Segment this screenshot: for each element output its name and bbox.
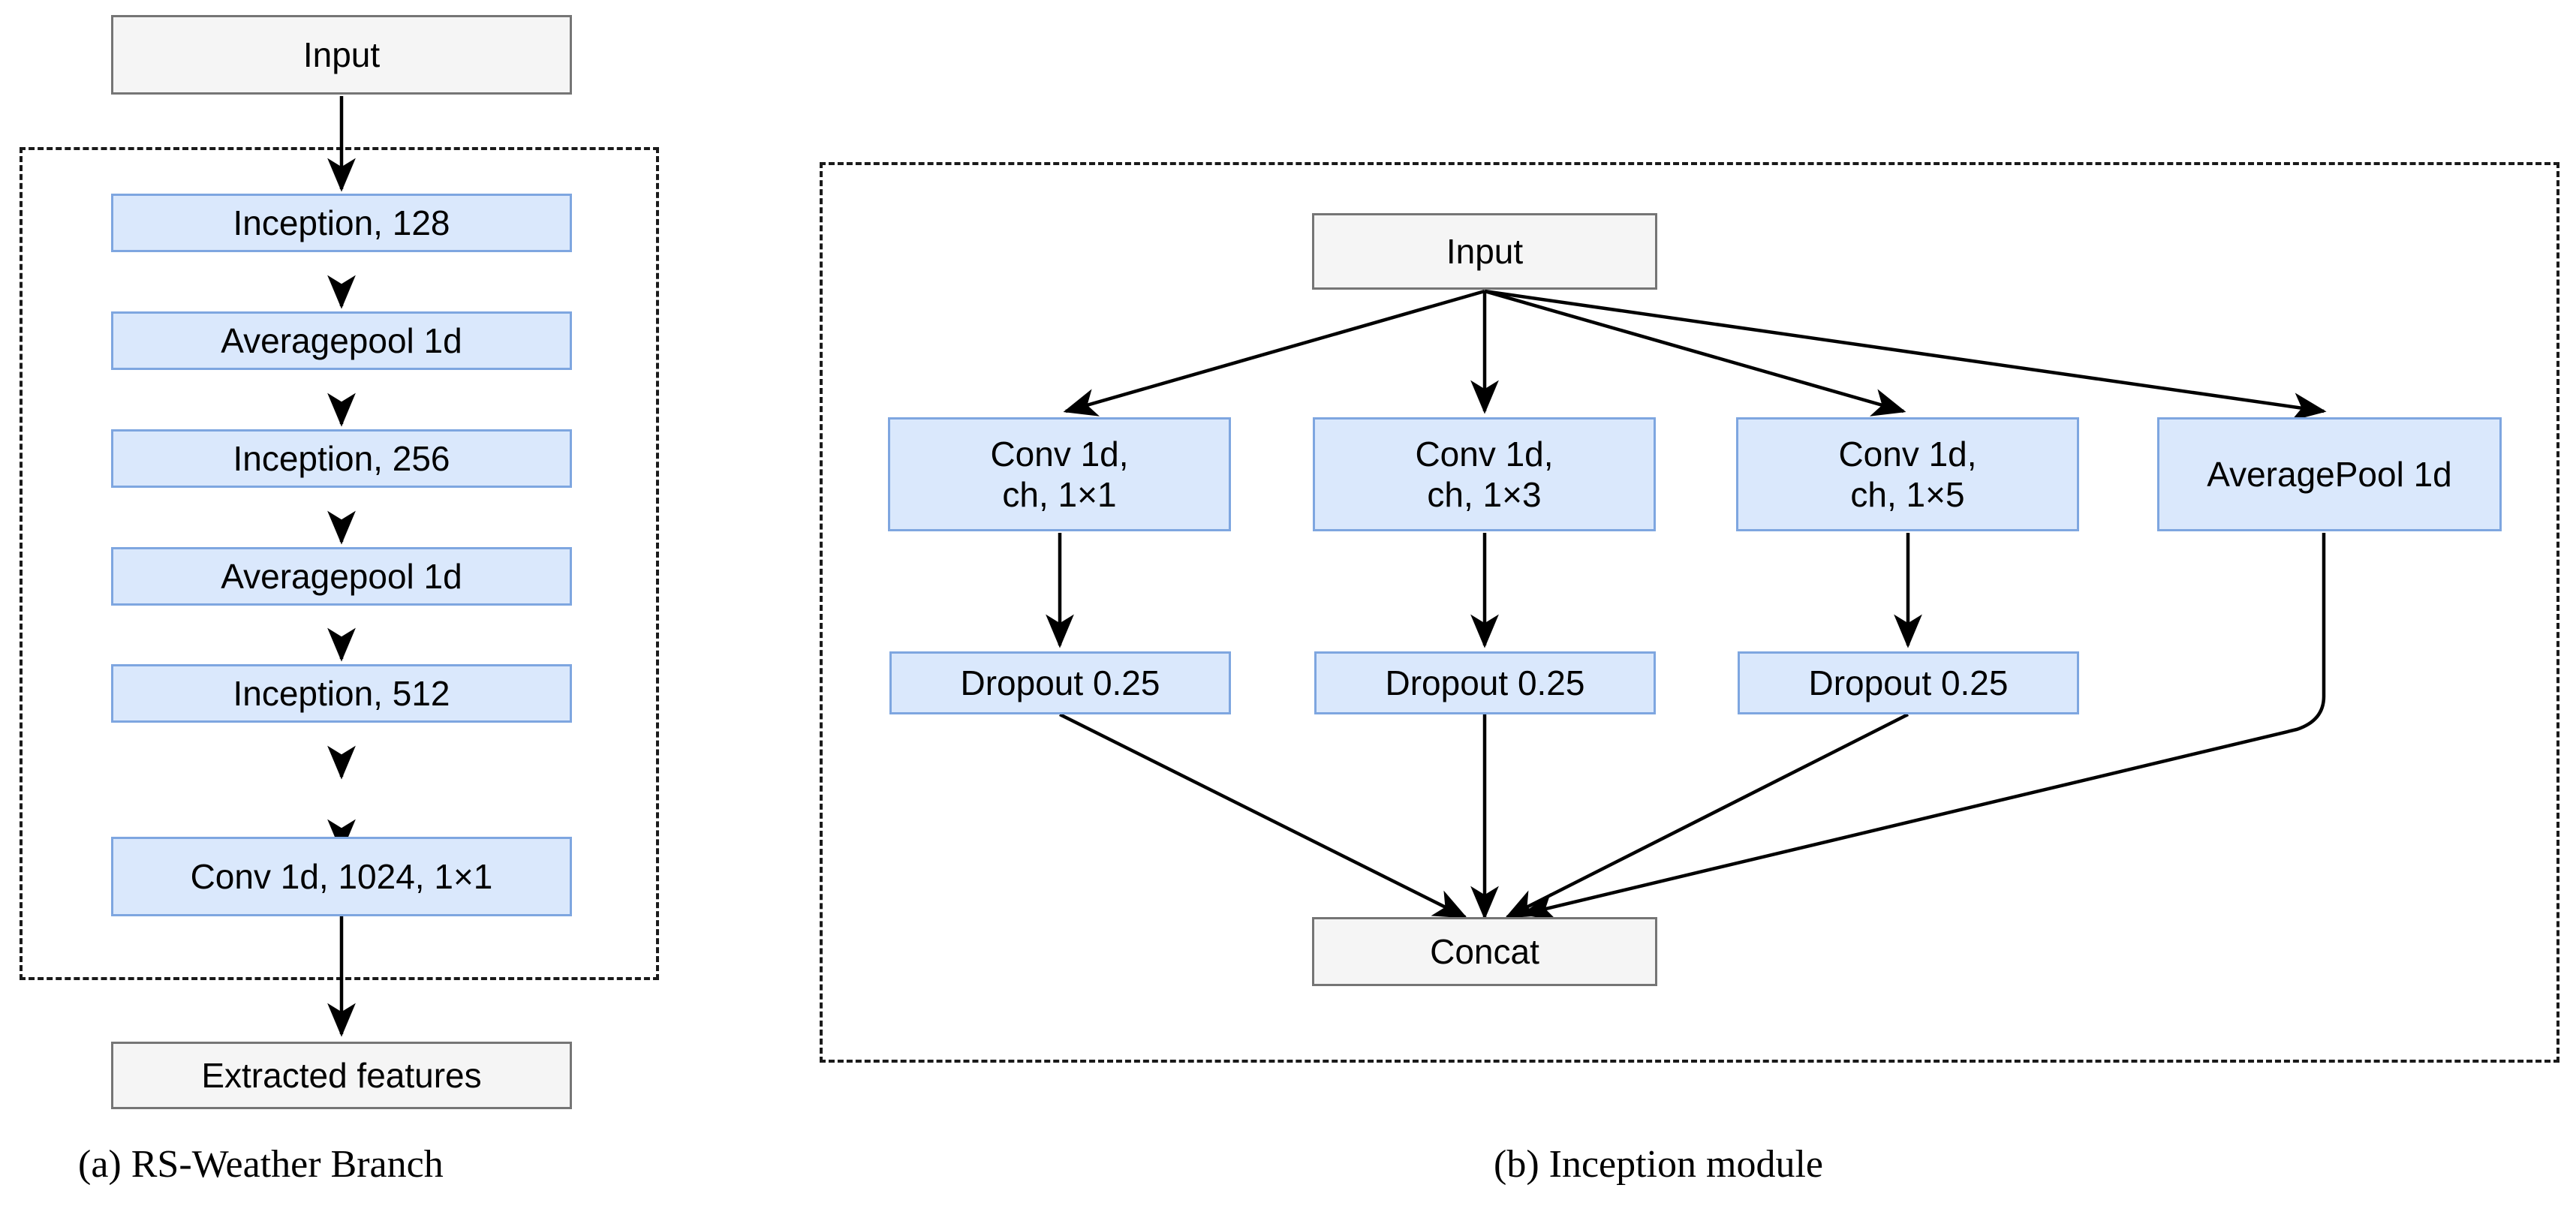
node-b-conv-1x3: Conv 1d, ch, 1×3	[1313, 417, 1656, 531]
node-a-averagepool-1: Averagepool 1d	[111, 311, 572, 370]
node-b-conv-1x5: Conv 1d, ch, 1×5	[1736, 417, 2079, 531]
caption-panel-b: (b) Inception module	[1494, 1143, 1823, 1186]
node-b-averagepool: AveragePool 1d	[2157, 417, 2502, 531]
node-b-dropout-3: Dropout 0.25	[1738, 651, 2079, 714]
node-b-conv-1x1: Conv 1d, ch, 1×1	[888, 417, 1231, 531]
node-b-input: Input	[1312, 213, 1657, 290]
node-b-dropout-1: Dropout 0.25	[889, 651, 1231, 714]
node-a-averagepool-2: Averagepool 1d	[111, 547, 572, 606]
node-a-conv-1024: Conv 1d, 1024, 1×1	[111, 837, 572, 916]
panel-b-dashed-frame	[820, 162, 2559, 1063]
node-a-inception-512: Inception, 512	[111, 664, 572, 723]
panel-a-dashed-frame	[20, 147, 659, 980]
node-a-input: Input	[111, 15, 572, 95]
node-b-dropout-2: Dropout 0.25	[1314, 651, 1656, 714]
node-a-extracted-features: Extracted features	[111, 1042, 572, 1109]
node-a-inception-128: Inception, 128	[111, 194, 572, 252]
node-a-inception-256: Inception, 256	[111, 429, 572, 488]
node-b-concat: Concat	[1312, 917, 1657, 986]
caption-panel-a: (a) RS-Weather Branch	[78, 1143, 444, 1186]
